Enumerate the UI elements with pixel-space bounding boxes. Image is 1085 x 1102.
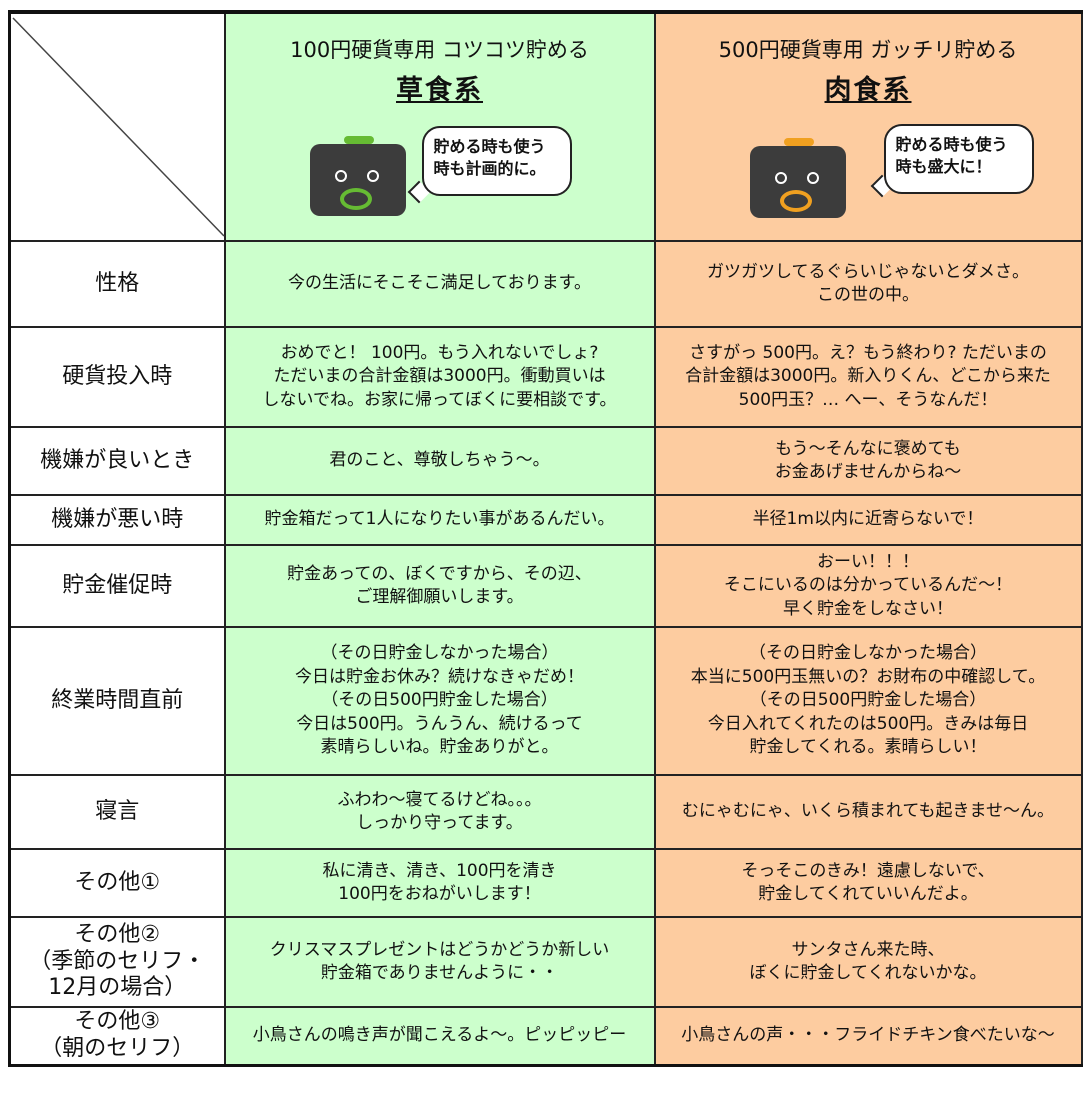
herbivore-header: 100円硬貨専用 コツコツ貯める 草食系 貯める時も使う 時も計画的に。 (223, 11, 656, 242)
herbivore-type-title: 草食系 (396, 75, 483, 106)
table-row: 終業時間直前（その日貯金しなかった場合） 今日は貯金お休み？続けなきゃだめ！ （… (8, 626, 1083, 776)
herbivore-cell: 小鳥さんの鳴き声が聞こえるよ〜。ピッピッピー (223, 1006, 656, 1066)
herbivore-cell: ふわわ〜寝てるけどね。。。 しっかり守ってます。 (223, 774, 656, 850)
table-row: 貯金催促時貯金あっての、ぼくですから、その辺、 ご理解御願いします。おーい！！！… (8, 544, 1083, 628)
comparison-sheet: 100円硬貨専用 コツコツ貯める 草食系 貯める時も使う 時も計画的に。 (8, 10, 1083, 1100)
herbivore-speech-bubble: 貯める時も使う 時も計画的に。 (421, 126, 572, 196)
row-label: 硬貨投入時 (8, 326, 226, 428)
row-label: 機嫌が良いとき (8, 426, 226, 496)
carnivore-cell: そっそこのきみ！遠慮しないで、 貯金してくれていいんだよ。 (653, 848, 1083, 918)
mouth-icon (779, 190, 812, 212)
table-row: 寝言ふわわ〜寝てるけどね。。。 しっかり守ってます。むにゃむにゃ、いくら積まれて… (8, 774, 1083, 850)
carnivore-cell: 小鳥さんの声・・・フライドチキン食べたいな〜 (653, 1006, 1083, 1066)
mouth-icon (339, 188, 372, 210)
carnivore-header: 500円硬貨専用 ガッチリ貯める 肉食系 貯める時も使う 時も盛大に！ (653, 11, 1083, 242)
carnivore-cell: もう〜そんなに褒めても お金あげませんからね〜 (653, 426, 1083, 496)
carnivore-type-title: 肉食系 (824, 75, 912, 106)
herbivore-cell: クリスマスプレゼントはどうかどうか新しい 貯金箱でありませんように・・ (223, 916, 656, 1008)
carnivore-cell: （その日貯金しなかった場合） 本当に500円玉無いの？お財布の中確認して。 （そ… (653, 626, 1083, 776)
right-eye-icon (806, 172, 819, 184)
carnivore-cell: サンタさん来た時、 ぼくに貯金してくれないかな。 (653, 916, 1083, 1008)
comparison-table: 100円硬貨専用 コツコツ貯める 草食系 貯める時も使う 時も計画的に。 (8, 10, 1083, 1067)
herbivore-cell: 君のこと、尊敬しちゃう〜。 (223, 426, 656, 496)
table-row: 硬貨投入時おめでと！ 100円。もう入れないでしょ? ただいまの合計金額は300… (8, 326, 1083, 428)
coin-slot (343, 136, 374, 144)
table-row: その他③ （朝のセリフ）小鳥さんの鳴き声が聞こえるよ〜。ピッピッピー小鳥さんの声… (8, 1006, 1083, 1066)
left-eye-icon (334, 170, 347, 182)
herbivore-bank-icon (309, 134, 410, 220)
table-row: 機嫌が良いとき君のこと、尊敬しちゃう〜。もう〜そんなに褒めても お金あげませんか… (8, 426, 1083, 496)
row-label: 機嫌が悪い時 (8, 494, 226, 546)
row-label: その他① (8, 848, 226, 918)
carnivore-cell: さすがっ 500円。え？もう終わり? ただいまの 合計金額は3000円。新入りく… (653, 326, 1083, 428)
row-label: 性格 (8, 240, 226, 328)
corner-cell (8, 11, 226, 242)
herbivore-cell: 貯金箱だって1人になりたい事があるんだい。 (223, 494, 656, 546)
table-row: 機嫌が悪い時貯金箱だって1人になりたい事があるんだい。半径1m以内に近寄らないで… (8, 494, 1083, 546)
row-label: 寝言 (8, 774, 226, 850)
herbivore-cell: 私に清き、清き、100円を清き 100円をおねがいします！ (223, 848, 656, 918)
herbivore-cell: （その日貯金しなかった場合） 今日は貯金お休み？続けなきゃだめ！ （その日500… (223, 626, 656, 776)
coin-slot (783, 138, 814, 146)
herbivore-cell: 今の生活にそこそこ満足しております。 (223, 240, 656, 328)
header-row: 100円硬貨専用 コツコツ貯める 草食系 貯める時も使う 時も計画的に。 (8, 11, 1083, 242)
carnivore-cell: おーい！！！ そこにいるのは分かっているんだ〜！ 早く貯金をしなさい！ (653, 544, 1083, 628)
herbivore-cell: 貯金あっての、ぼくですから、その辺、 ご理解御願いします。 (223, 544, 656, 628)
table-row: その他② （季節のセリフ・ 12月の場合）クリスマスプレゼントはどうかどうか新し… (8, 916, 1083, 1008)
carnivore-bank-icon (749, 136, 850, 222)
carnivore-cell: ガツガツしてるぐらいじゃないとダメさ。 この世の中。 (653, 240, 1083, 328)
left-eye-icon (774, 172, 787, 184)
right-eye-icon (366, 170, 379, 182)
carnivore-cell: むにゃむにゃ、いくら積まれても起きませ〜ん。 (653, 774, 1083, 850)
diagonal-line (12, 17, 225, 237)
bank-body (749, 146, 846, 218)
carnivore-cell: 半径1m以内に近寄らないで！ (653, 494, 1083, 546)
row-label: その他② （季節のセリフ・ 12月の場合） (8, 916, 226, 1008)
row-label: 貯金催促時 (8, 544, 226, 628)
herbivore-subtitle: 100円硬貨専用 コツコツ貯める (290, 38, 589, 62)
carnivore-speech-bubble: 貯める時も使う 時も盛大に！ (883, 124, 1034, 194)
row-label: その他③ （朝のセリフ） (8, 1006, 226, 1066)
row-label: 終業時間直前 (8, 626, 226, 776)
bank-body (309, 144, 406, 216)
carnivore-subtitle: 500円硬貨専用 ガッチリ貯める (718, 38, 1018, 62)
herbivore-cell: おめでと！ 100円。もう入れないでしょ? ただいまの合計金額は3000円。衝動… (223, 326, 656, 428)
table-row: 性格今の生活にそこそこ満足しております。ガツガツしてるぐらいじゃないとダメさ。 … (8, 240, 1083, 328)
